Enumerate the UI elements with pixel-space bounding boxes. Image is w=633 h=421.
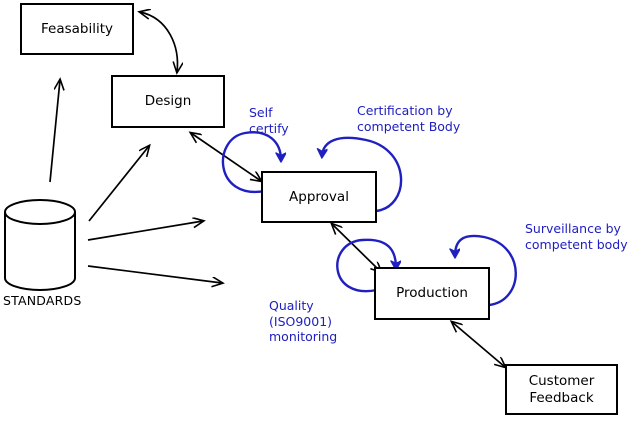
loop-certification (322, 136, 403, 213)
node-design[interactable]: Design (111, 75, 225, 128)
connector-standards-feasability (49, 80, 60, 183)
annotation-quality-iso9001-monitoring: Quality (ISO9001) monitoring (269, 298, 338, 344)
node-production[interactable]: Production (374, 267, 490, 320)
standards-cylinder-shape (4, 199, 76, 291)
connector-design-approval (191, 133, 261, 181)
connector-design-feasability (140, 12, 177, 72)
connector-approval-production (332, 224, 381, 272)
annotation-self-certify: Self certify (249, 105, 289, 136)
connector-standards-approval (87, 221, 203, 241)
loop-self-certify (221, 131, 281, 194)
node-customer-feedback[interactable]: Customer Feedback (505, 364, 618, 415)
node-design-label: Design (144, 93, 192, 109)
annotation-certification-by-competent-body: Certification by competent Body (357, 103, 461, 134)
node-feasability-label: Feasability (40, 20, 113, 37)
loop-quality-monitoring (336, 238, 396, 293)
annotation-surveillance-by-competent-body: Surveillance by competent body (525, 221, 628, 252)
node-production-label: Production (396, 285, 468, 301)
node-approval[interactable]: Approval (261, 171, 377, 223)
node-customer-feedback-label: Customer Feedback (528, 372, 595, 406)
node-feasability[interactable]: Feasability (20, 3, 134, 55)
node-approval-label: Approval (289, 188, 349, 205)
loop-surveillance (455, 234, 517, 307)
standards-label: STANDARDS (3, 293, 82, 308)
connector-standards-design (88, 146, 149, 222)
connector-standards-production (87, 265, 222, 283)
connector-production-customer-feedback (452, 322, 505, 367)
